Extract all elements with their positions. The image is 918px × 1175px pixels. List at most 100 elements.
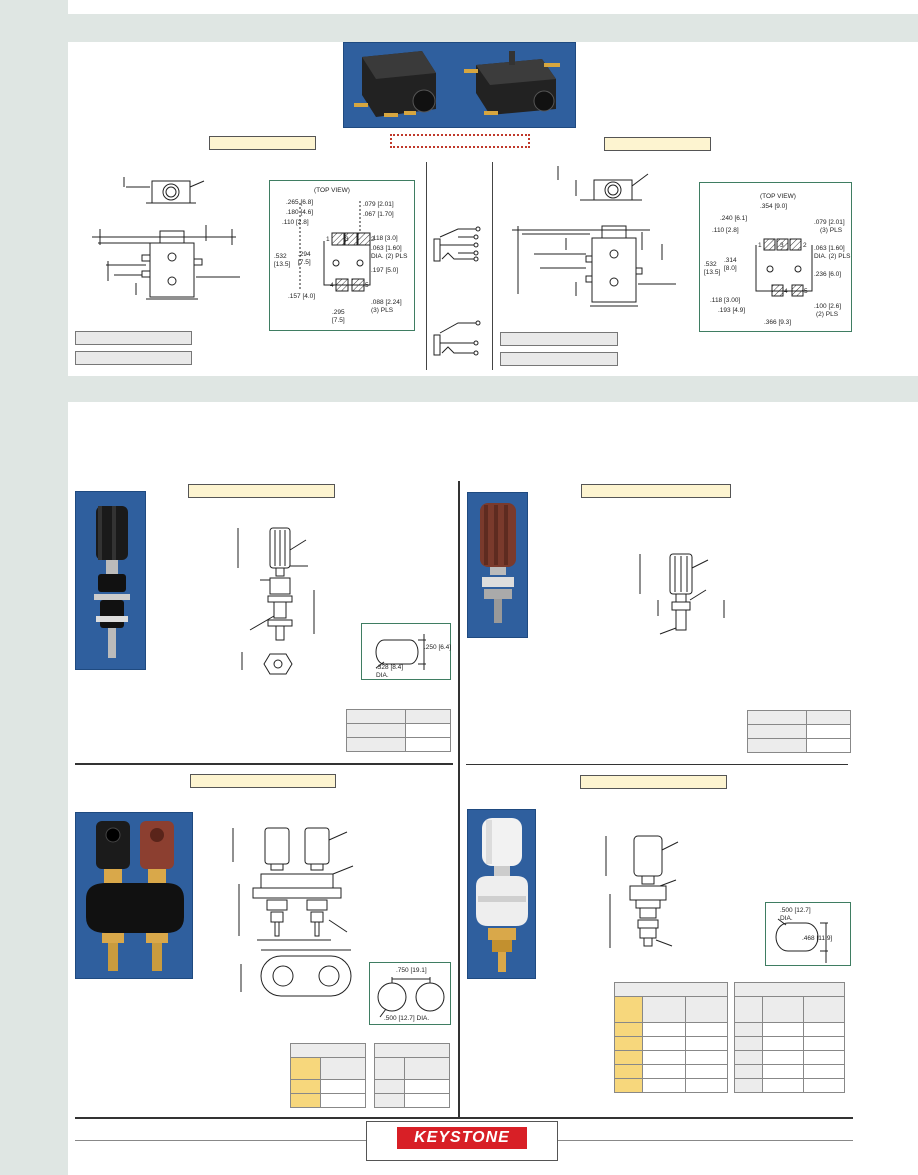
post-d-part-label [580, 775, 727, 789]
svg-text:1: 1 [326, 236, 330, 243]
post-a-photo [75, 491, 146, 670]
jack-left-spec-bar-2 [75, 351, 192, 365]
post-c-part-label [190, 774, 336, 788]
jack-right-dimension-drawing [510, 158, 680, 318]
jack-right-top-view-footprint: (TOP VIEW) .354 [9.0] .240 [6.1] .079 [2… [699, 182, 852, 332]
post-c-mounting-hole-box: .750 [19.1] .500 [12.7] DIA. [369, 962, 451, 1025]
svg-text:4: 4 [784, 288, 788, 295]
dimension-label: [7.5] [332, 317, 345, 324]
jack-left-top-view-footprint: (TOP VIEW) .265 [6.8] .079 [2.01] .180 [… [269, 180, 415, 331]
jack-left-footprint-pads: 1 3 2 4 5 [270, 181, 375, 332]
post-b-photo-illustration [480, 503, 516, 623]
post-d-spec-table-2 [734, 982, 845, 1093]
dimension-label: (2) PLS [816, 311, 839, 318]
post-c-spec-table-2 [374, 1043, 450, 1108]
dimension-label: .088 [2.24] [371, 299, 402, 306]
dimension-label: .118 [3.0] [371, 235, 398, 242]
jack-schematic-symbols [428, 225, 490, 355]
dimension-label: .532 [704, 261, 717, 268]
post-a-part-label [188, 484, 335, 498]
dimension-label: .468 [11.9] [802, 935, 833, 942]
dimension-label: .366 [9.3] [764, 319, 792, 326]
svg-text:4: 4 [330, 282, 334, 289]
dimension-label: DIA. [376, 672, 389, 679]
dimension-label: .750 [19.1] [396, 967, 427, 974]
post-d-photo [467, 809, 536, 979]
keystone-logo-frame: KEYSTONE [366, 1121, 558, 1161]
jack-right-footprint-pads: 1 3 2 4 5 [700, 183, 853, 333]
dimension-label: .118 [3.00] [710, 297, 741, 304]
post-a-photo-illustration [94, 506, 130, 658]
post-b-photo [467, 492, 528, 638]
binding-post-divider-right [466, 764, 848, 765]
dimension-label: .100 [2.6] [814, 303, 842, 310]
jack-left-part-label [209, 136, 316, 150]
post-d-mounting-hole-box: .500 [12.7] DIA. .468 [11.9] [765, 902, 851, 966]
svg-text:2: 2 [803, 242, 807, 249]
svg-text:1: 1 [758, 242, 762, 249]
dimension-label: .294 [298, 251, 311, 258]
footprint-title: (TOP VIEW) [314, 187, 350, 194]
dimension-label: (3) PLS [820, 227, 843, 234]
dimension-label: DIA. [780, 915, 793, 922]
dimension-label: .157 [4.0] [288, 293, 316, 300]
jack-right-spec-bar-1 [500, 332, 618, 346]
post-a-dimension-drawing [230, 520, 330, 690]
dimension-label: .328 [8.4] [376, 664, 404, 671]
section-header-band-middle [68, 376, 918, 402]
dimension-label: .063 [1.60] [371, 245, 402, 252]
jack-left-dimension-drawing [86, 165, 246, 305]
binding-post-divider-left [75, 763, 453, 765]
post-c-spec-table-1 [290, 1043, 366, 1108]
svg-text:5: 5 [365, 282, 369, 289]
section-header-band-top [68, 14, 918, 42]
post-b-part-label [581, 484, 731, 498]
dimension-label: .236 [6.0] [814, 271, 842, 278]
jack-product-photo [343, 42, 576, 128]
binding-post-center-divider [458, 481, 460, 1117]
dimension-label: .354 [9.0] [760, 203, 788, 210]
post-d-dimension-drawing [600, 828, 700, 958]
dimension-label: [13.5] [704, 269, 721, 276]
post-a-mounting-hole [362, 624, 452, 681]
dimension-label: .295 [332, 309, 345, 316]
post-c-mounting-holes [370, 963, 452, 1026]
jack-left-spec-bar-1 [75, 331, 192, 345]
dimension-label: [7.5] [298, 259, 311, 266]
post-a-mounting-hole-box: .250 [6.4] .328 [8.4] DIA. [361, 623, 451, 680]
page-sidebar [0, 0, 68, 1175]
footer-rule-top [75, 1117, 853, 1119]
schematic-divider-right [492, 162, 493, 370]
svg-text:2: 2 [371, 236, 375, 243]
schematic-divider-left [426, 162, 427, 370]
post-b-spec-table [746, 710, 851, 753]
dimension-label: .063 [1.60] [814, 245, 845, 252]
post-d-mounting-hole [766, 903, 852, 967]
post-c-photo-illustration [86, 821, 184, 971]
post-c-dimension-drawing [225, 820, 365, 1010]
dimension-label: .250 [6.4] [424, 644, 452, 651]
jack-center-part-label [390, 134, 530, 148]
svg-text:5: 5 [804, 288, 808, 295]
post-d-spec-table-1 [614, 982, 728, 1093]
post-a-spec-table [345, 709, 451, 752]
dimension-label: .079 [2.01] [363, 201, 394, 208]
keystone-logo: KEYSTONE [397, 1127, 527, 1149]
dimension-label: .500 [12.7] DIA. [384, 1015, 430, 1022]
jack-photo-illustration [354, 51, 560, 117]
post-c-photo [75, 812, 193, 979]
dimension-label: .240 [6.1] [720, 215, 748, 222]
dimension-label: [13.5] [274, 261, 291, 268]
svg-text:3: 3 [780, 242, 784, 249]
dimension-label: DIA. (2) PLS [814, 253, 851, 260]
dimension-label: (3) PLS [371, 307, 394, 314]
svg-text:3: 3 [345, 236, 349, 243]
jack-right-spec-bar-2 [500, 352, 618, 366]
post-b-dimension-drawing [630, 548, 730, 648]
dimension-label: DIA. (2) PLS [371, 253, 408, 260]
dimension-label: .265 [6.8] [286, 199, 314, 206]
dimension-label: .110 [2.8] [282, 219, 309, 226]
dimension-label: [8.0] [724, 265, 737, 272]
dimension-label: .532 [274, 253, 287, 260]
dimension-label: .314 [724, 257, 737, 264]
